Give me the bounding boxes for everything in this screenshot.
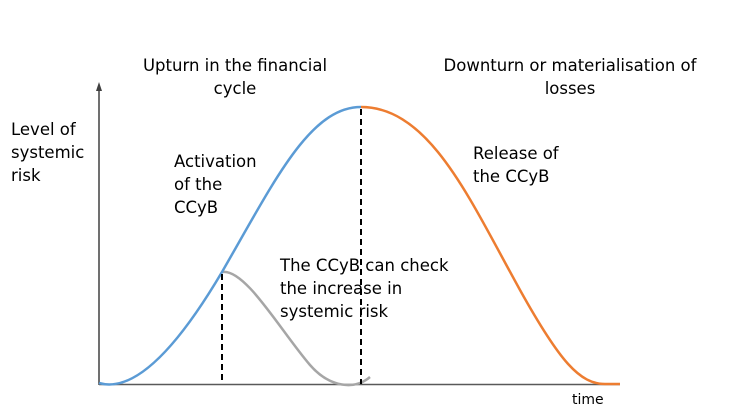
upturn-label-line: Upturn in the financial [142,56,328,75]
downturn-label: Downturn or materialisation of losses [410,54,730,100]
downturn-curve [360,105,620,386]
activation-label-line: of the [174,175,223,194]
upturn-curve [98,105,362,386]
upturn-label-line: cycle [213,79,257,98]
y-axis-arrow-icon [96,82,102,91]
release-label-line: Release of [473,144,559,163]
downturn-label-line: losses [544,79,596,98]
mitigated-risk-curve [221,270,371,387]
activation-label-line: CCyB [174,198,219,217]
release-label: Release of the CCyB [473,142,559,188]
release-label-line: the CCyB [473,167,550,186]
y-axis-label: Level of systemic risk [11,118,84,187]
check-label-line: systemic risk [280,302,389,321]
x-axis-label: time [572,392,604,408]
check-label: The CCyB can check the increase in syste… [280,254,449,323]
upturn-label: Upturn in the financial cycle [115,54,355,100]
y-axis-label-line: Level of [11,120,76,139]
check-label-line: the increase in [280,279,403,298]
activation-label: Activation of the CCyB [174,150,257,219]
y-axis-label-line: systemic [11,143,85,162]
check-label-line: The CCyB can check [280,256,449,275]
y-axis-label-line: risk [11,166,41,185]
activation-label-line: Activation [174,152,257,171]
downturn-label-line: Downturn or materialisation of [443,56,697,75]
